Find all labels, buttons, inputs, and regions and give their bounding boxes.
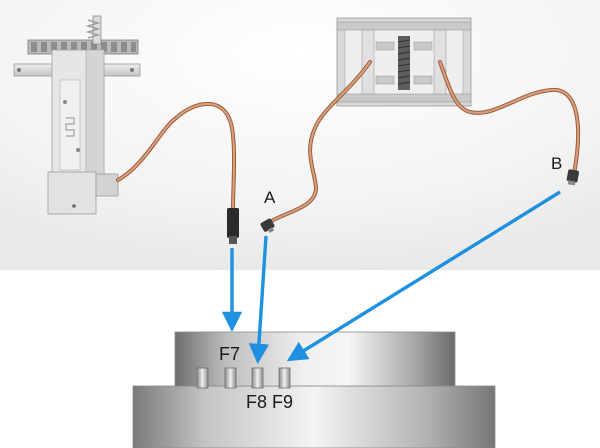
arrows [221,190,561,365]
label-f9: F9 [272,392,293,412]
socket-1 [196,367,209,389]
label-f8: F8 [246,392,267,412]
base-plate [132,385,496,448]
label-b: B [551,154,562,173]
label-a: A [264,188,276,207]
connector-b [566,169,579,186]
socket-f8 [251,367,264,389]
motor-block [47,171,97,215]
socket-f7 [224,367,237,389]
left-mechanism [13,15,141,215]
connectors [227,169,579,244]
arrow-b-to-f9 [286,190,561,362]
label-f7: F7 [219,344,240,364]
socket-f9 [278,367,291,389]
spring [85,15,102,45]
arrow-a-to-f8 [248,235,270,365]
connector-left [227,208,239,238]
top-right-module [336,17,472,107]
socket-block [174,331,456,387]
connector-a [260,218,275,234]
socket-assembly [132,331,496,448]
cables [116,60,580,224]
